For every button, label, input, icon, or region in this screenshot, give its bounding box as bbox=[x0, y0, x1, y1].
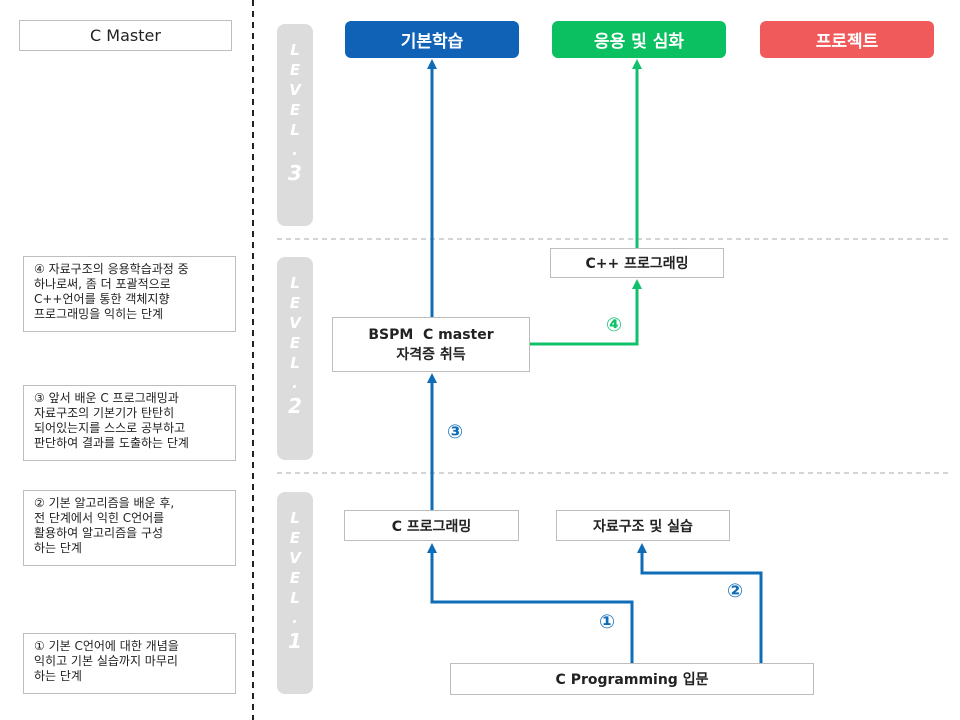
note-step-2: ② 기본 알고리즘을 배운 후, 전 단계에서 익힌 C언어를 활용하여 알고리… bbox=[23, 490, 236, 566]
diagram-title: C Master bbox=[19, 20, 232, 51]
node-bspm-line1: BSPM C master bbox=[368, 326, 494, 343]
node-bspm-line2: 자격증 취득 bbox=[396, 346, 466, 363]
level-2-letter: L bbox=[290, 274, 300, 292]
category-basic: 기본학습 bbox=[345, 21, 519, 58]
step-label-2: ② bbox=[727, 580, 743, 602]
step-label-3: ③ bbox=[447, 421, 463, 443]
level-1-letter: L bbox=[290, 509, 300, 527]
node-bspm-certificate: BSPM C master 자격증 취득 bbox=[332, 317, 530, 372]
level-3-letter: E bbox=[289, 61, 301, 79]
node-c-programming: C 프로그래밍 bbox=[344, 510, 519, 541]
level-1-letter: E bbox=[289, 569, 301, 587]
level-2-letter: E bbox=[289, 294, 301, 312]
category-project: 프로젝트 bbox=[760, 21, 934, 58]
level-2-letter: V bbox=[289, 314, 301, 332]
level-2-number: 2 bbox=[288, 394, 302, 418]
level-3-letter: . bbox=[292, 141, 298, 159]
level-1-letter: . bbox=[292, 609, 298, 627]
level-1-letter: L bbox=[290, 589, 300, 607]
note-step-1: ① 기본 C언어에 대한 개념을 익히고 기본 실습까지 마무리 하는 단계 bbox=[23, 633, 236, 694]
path-step-2 bbox=[637, 543, 763, 663]
note-step-3: ③ 앞서 배운 C 프로그래밍과 자료구조의 기본기가 탄탄히 되어있는지를 스… bbox=[23, 385, 236, 461]
level-2-badge: L E V E L . 2 bbox=[277, 257, 313, 460]
step-label-4: ④ bbox=[606, 314, 622, 336]
note-step-4: ④ 자료구조의 응용학습과정 중 하나로써, 좀 더 포괄적으로 C++언어를 … bbox=[23, 256, 236, 332]
level-1-badge: L E V E L . 1 bbox=[277, 492, 313, 694]
level-3-letter: E bbox=[289, 101, 301, 119]
level-2-letter: L bbox=[290, 354, 300, 372]
level-3-badge: L E V E L . 3 bbox=[277, 24, 313, 226]
path-step-1 bbox=[427, 543, 634, 663]
path-step-4 bbox=[530, 279, 642, 346]
level-1-number: 1 bbox=[288, 629, 302, 653]
level-3-letter: L bbox=[290, 41, 300, 59]
step-label-1: ① bbox=[599, 611, 615, 633]
level-2-letter: E bbox=[289, 334, 301, 352]
level-3-number: 3 bbox=[288, 161, 302, 185]
level-3-letter: V bbox=[289, 81, 301, 99]
level-1-letter: E bbox=[289, 529, 301, 547]
node-c-intro: C Programming 입문 bbox=[450, 663, 814, 695]
node-cpp-programming: C++ 프로그래밍 bbox=[550, 248, 724, 278]
node-data-structures: 자료구조 및 실습 bbox=[556, 510, 730, 541]
category-advanced: 응용 및 심화 bbox=[552, 21, 726, 58]
level-3-letter: L bbox=[290, 121, 300, 139]
level-2-letter: . bbox=[292, 374, 298, 392]
level-1-letter: V bbox=[289, 549, 301, 567]
